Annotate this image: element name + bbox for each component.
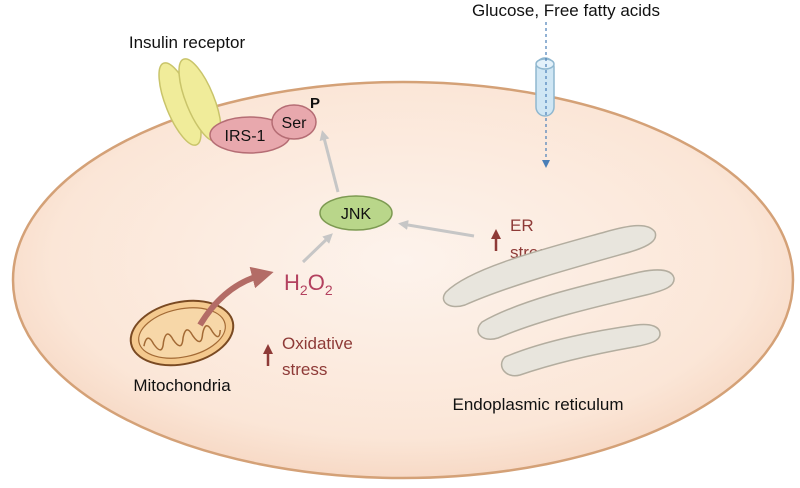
ser-label: Ser: [282, 115, 308, 132]
jnk-label: JNK: [341, 206, 372, 223]
er-stress-up-arrow: [491, 229, 501, 251]
h2o2-label: H2O2: [284, 270, 333, 298]
glucose-ffa-label: Glucose, Free fatty acids: [472, 1, 660, 20]
glucose-influx-arrowhead: [542, 160, 550, 168]
h2o2-to-jnk-arrow: [301, 233, 333, 264]
jnk-to-ser-arrow: [319, 130, 340, 193]
ser-residue: [271, 104, 317, 140]
insulin-receptor-icon: [158, 58, 222, 146]
oxidative-stress-up-arrow: [263, 344, 273, 366]
endoplasmic-reticulum-icon: [442, 224, 675, 377]
jnk-node: [319, 195, 393, 231]
er-stress-to-jnk-arrow: [398, 220, 475, 238]
cell-membrane: [11, 80, 795, 480]
phospho-label: P: [310, 95, 320, 112]
insulin-receptor-label: Insulin receptor: [129, 33, 246, 52]
oxidative-stress-line2: stress: [282, 360, 327, 379]
er-label: Endoplasmic reticulum: [452, 395, 623, 414]
er-stress-line1: ER: [510, 216, 534, 235]
mitochondria-label: Mitochondria: [133, 376, 231, 395]
mito-to-h2o2-arrow: [197, 266, 274, 327]
oxidative-stress-line1: Oxidative: [282, 334, 353, 353]
glucose-transporter-channel: [535, 57, 555, 117]
irs1-label: IRS-1: [225, 128, 266, 145]
